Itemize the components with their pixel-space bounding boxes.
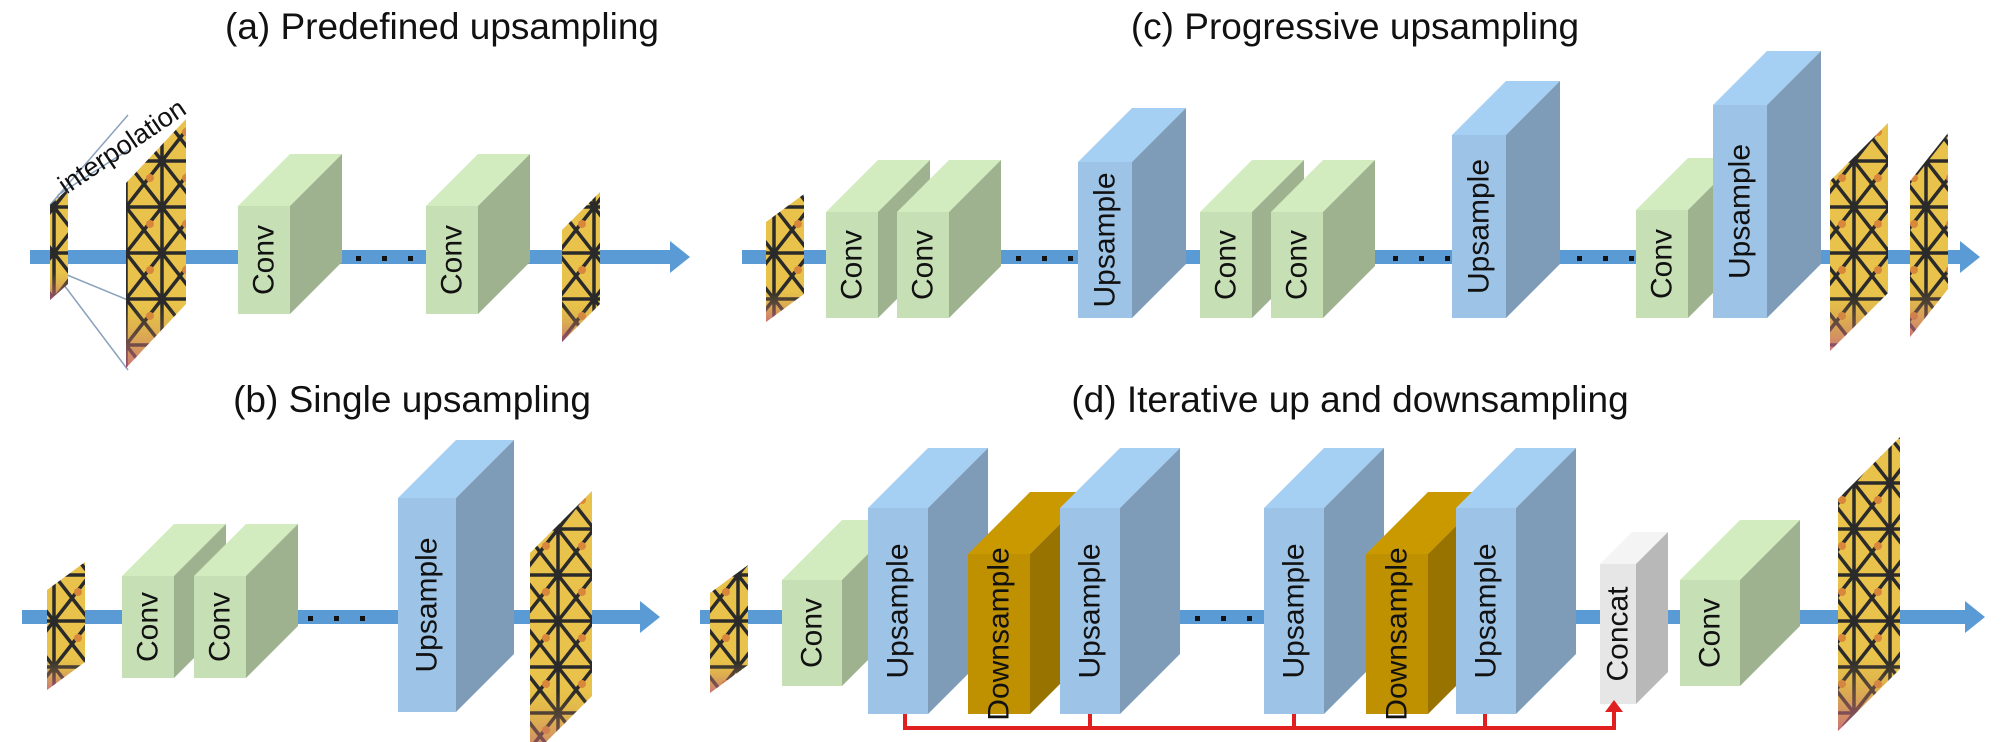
conv-block: Conv xyxy=(1271,160,1375,318)
panel-a-title: (a) Predefined upsampling xyxy=(225,6,659,47)
panel-c-title: (c) Progressive upsampling xyxy=(1131,6,1579,47)
conv-block: Conv xyxy=(1680,520,1800,686)
conv-label: Conv xyxy=(1281,230,1314,300)
upsample-label: Upsample xyxy=(1470,543,1503,678)
upsample-label: Upsample xyxy=(1089,172,1122,307)
conv-label: Conv xyxy=(1694,598,1727,668)
upsample-label: Upsample xyxy=(1074,543,1107,678)
conv-label: Conv xyxy=(436,225,469,295)
upsample-block: Upsample xyxy=(1713,51,1821,318)
butterfly-image-icon xyxy=(562,192,600,342)
upsample-block: Upsample xyxy=(1452,81,1560,318)
upsample-block: Upsample xyxy=(1264,448,1384,714)
butterfly-image-icon xyxy=(1830,123,1888,351)
concat-label: Concat xyxy=(1602,586,1635,682)
upsample-block: Upsample xyxy=(1060,448,1180,714)
conv-label: Conv xyxy=(204,592,237,662)
upsample-label: Upsample xyxy=(1278,543,1311,678)
conv-label: Conv xyxy=(1210,230,1243,300)
upsample-block: Upsample xyxy=(1456,448,1576,714)
butterfly-image-icon xyxy=(766,194,804,322)
upsample-label: Upsample xyxy=(882,543,915,678)
upsample-label: Upsample xyxy=(1463,159,1496,294)
butterfly-image-icon xyxy=(126,119,186,368)
upsample-label: Upsample xyxy=(411,537,444,672)
panel-b-title: (b) Single upsampling xyxy=(233,379,591,420)
skip-connection xyxy=(903,712,1616,730)
butterfly-image-icon xyxy=(1838,437,1900,731)
butterfly-image-icon xyxy=(47,562,85,690)
conv-label: Conv xyxy=(907,230,940,300)
conv-block: Conv xyxy=(238,154,342,314)
butterfly-image-icon xyxy=(710,565,748,693)
skip-arrowhead xyxy=(1605,700,1623,712)
conv-label: Conv xyxy=(836,230,869,300)
conv-block: Conv xyxy=(194,524,298,678)
upsample-block: Upsample xyxy=(1078,108,1186,318)
downsample-label: Downsample xyxy=(983,547,1016,720)
conv-label: Conv xyxy=(132,592,165,662)
upsample-label: Upsample xyxy=(1724,144,1757,279)
upsample-block: Upsample xyxy=(398,440,514,712)
butterfly-image-icon xyxy=(1910,133,1948,337)
ellipsis-dots xyxy=(308,256,1634,621)
conv-label: Conv xyxy=(248,225,281,295)
butterfly-image-icon xyxy=(530,491,592,742)
panel-d-title: (d) Iterative up and downsampling xyxy=(1071,379,1628,420)
concat-block: Concat xyxy=(1600,532,1668,704)
conv-label: Conv xyxy=(796,598,829,668)
downsample-label: Downsample xyxy=(1381,547,1414,720)
conv-block: Conv xyxy=(426,154,530,314)
butterfly-images xyxy=(47,119,1948,742)
butterfly-image-icon xyxy=(50,189,68,300)
conv-label: Conv xyxy=(1646,229,1679,299)
conv-block: Conv xyxy=(897,160,1001,318)
